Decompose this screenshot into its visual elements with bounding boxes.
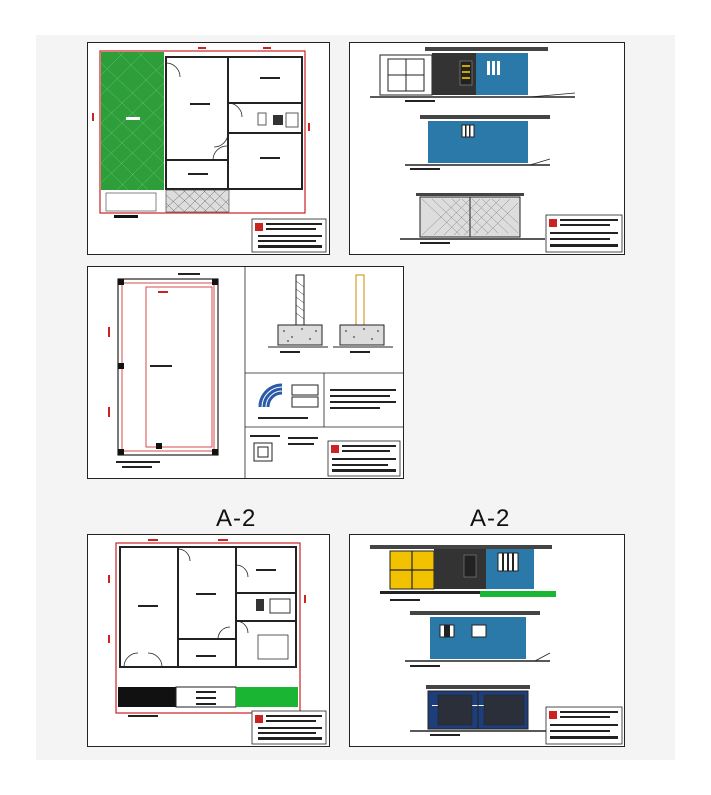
sheet-floor-plan-a2[interactable] [87, 534, 330, 747]
label-a2-left: A-2 [216, 505, 257, 532]
facade-blue-front [476, 53, 528, 95]
sheet-elevations-a2[interactable] [349, 534, 625, 747]
facade-blue-side [428, 121, 528, 163]
sheet-elevations-top[interactable] [349, 42, 625, 255]
sheet-floor-plan-top[interactable] [87, 42, 330, 255]
label-a2-right: A-2 [470, 505, 511, 532]
sheet-foundation[interactable] [87, 266, 404, 479]
garden-area [101, 52, 164, 190]
green-band [236, 687, 298, 707]
